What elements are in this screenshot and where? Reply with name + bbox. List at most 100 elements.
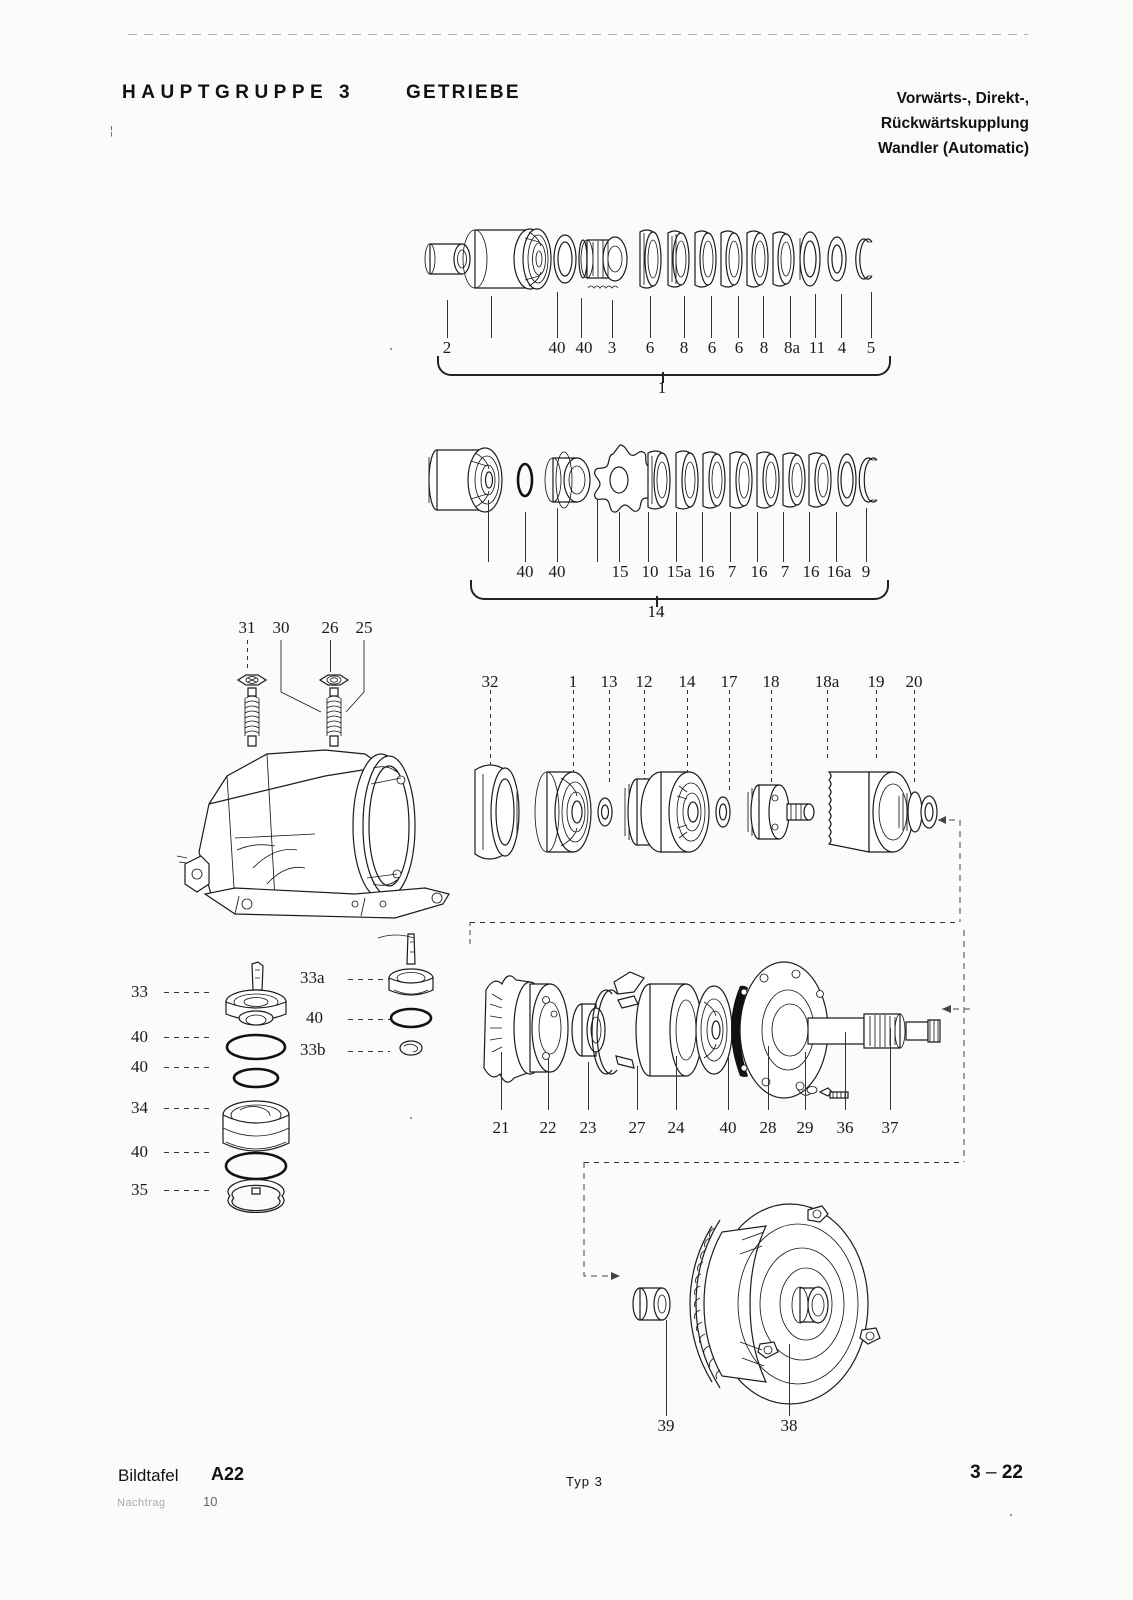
callout-number: 23 [579,1118,597,1137]
callout-number: 17 [720,672,738,691]
leader-line [809,512,810,562]
callout-number: 6 [734,338,744,357]
callout-number: 13 [600,672,618,691]
leader-line [612,300,613,338]
routing-line-upper [920,812,980,932]
leader-line [890,1028,891,1110]
leader-line [805,1052,806,1110]
callout-number: 40 [575,338,593,357]
callout-number: 40 [131,1057,148,1076]
leader-line [581,298,582,338]
leader-line-diagonal [275,640,335,724]
leader-line [684,296,685,338]
callout-number: 37 [881,1118,899,1137]
footer-page-number: 3 – 22 [970,1462,1023,1484]
governor-shaft-top [377,930,418,946]
callout-number: 40 [306,1008,323,1027]
leader-line [790,296,791,338]
footer-type: Typ 3 [566,1474,603,1489]
page-title-section: GETRIEBE [406,82,521,103]
callout-number: 16 [697,562,715,581]
leader-line [702,512,703,562]
governor-parts-drawing [208,960,318,1220]
leader-line [730,512,731,562]
callout-number: 40 [131,1027,148,1046]
callout-number: 27 [628,1118,646,1137]
leader-line [866,508,867,562]
routing-line-bottom [584,1162,964,1163]
callout-number: 31 [238,618,256,637]
top-dashed-rule [128,34,1028,35]
callout-number: 33b [300,1040,326,1059]
leader-line [827,690,828,760]
callout-number: 15a [666,562,692,581]
leader-line [348,1051,390,1052]
callout-number: 6 [707,338,717,357]
group-number: 1 [657,378,667,397]
leader-line [573,690,574,778]
leader-line [525,512,526,562]
callout-number: 40 [516,562,534,581]
leader-line [597,500,598,562]
leader-line [650,296,651,338]
torque-converter-drawing [630,1192,910,1422]
callout-number: 34 [131,1098,148,1117]
leader-line [490,690,491,772]
clutch-pack-top-drawing [424,192,895,312]
callout-number: 40 [131,1142,148,1161]
routing-line-right-vertical [958,930,972,1170]
leader-line [914,690,915,786]
leader-line [330,640,331,672]
leader-line [164,1152,214,1153]
leader-line [687,690,688,778]
callout-number: 40 [719,1118,737,1137]
footer-page-dash: – [986,1462,997,1483]
spring-screw-right [314,670,358,756]
callout-number: 10 [641,562,659,581]
leader-line [247,640,248,672]
callout-number: 29 [796,1118,814,1137]
group-brace [470,580,889,600]
leader-line [711,296,712,338]
callout-number: 8 [679,338,689,357]
callout-number: 21 [492,1118,510,1137]
footer-supplement-label: Nachtrag [117,1497,166,1509]
routing-arrow-right [930,995,980,1025]
callout-number: 30 [272,618,290,637]
leader-line [729,690,730,790]
rear-assembly-drawing [478,940,948,1120]
callout-number: 7 [727,562,737,581]
callout-number: 39 [657,1416,675,1435]
callout-number: 25 [355,618,373,637]
scan-artifact-dot [410,1117,412,1119]
leader-line [763,296,764,338]
callout-number: 14 [678,672,696,691]
leader-line [648,512,649,562]
leader-line [164,1108,214,1109]
planetary-row-drawing [465,750,938,880]
callout-number: 33a [300,968,325,987]
routing-arrow-converter [578,1158,628,1288]
leader-line [783,512,784,562]
callout-number: 8 [759,338,769,357]
group-number: 14 [647,602,665,621]
governor-parts-b-drawing [382,933,452,1064]
callout-number: 5 [866,338,876,357]
leader-line [588,1062,589,1110]
leader-line [789,1344,790,1416]
clutch-pack-middle-drawing [415,425,890,535]
leader-line [348,1019,390,1020]
callout-number: 16a [826,562,852,581]
callout-number: 35 [131,1180,148,1199]
callout-number: 12 [635,672,653,691]
callout-number: 11 [808,338,826,357]
callout-number: 18 [762,672,780,691]
callout-number: 8a [783,338,801,357]
leader-line [676,512,677,562]
subtitle-line-2: Rückwärtskupplung [880,115,1029,132]
leader-line [768,1046,769,1110]
leader-line [845,1032,846,1110]
callout-number: 28 [759,1118,777,1137]
group-brace-tip [662,372,664,383]
leader-line [609,690,610,786]
